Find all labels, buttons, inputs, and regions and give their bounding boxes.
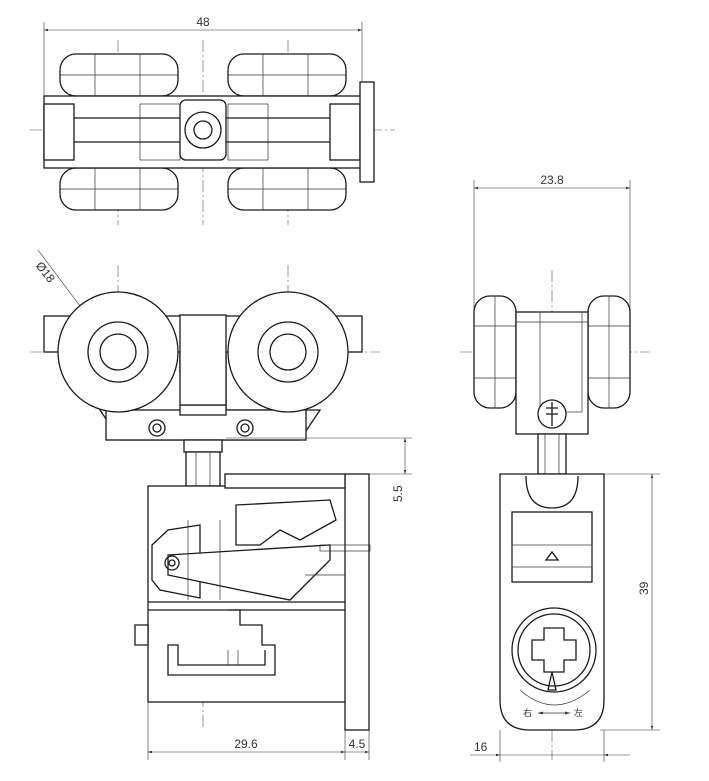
front-view: Ø18 5.5 xyxy=(30,249,412,760)
dim-side-width: 23.8 xyxy=(540,173,564,187)
dim-diameter: Ø18 xyxy=(33,259,58,286)
label-left: 左 xyxy=(574,707,583,719)
top-view: 48 xyxy=(30,15,395,225)
dim-top-width: 48 xyxy=(196,15,210,29)
label-right: 右 xyxy=(523,707,532,719)
dim-plate: 4.5 xyxy=(349,737,366,751)
dim-height: 39 xyxy=(637,581,651,595)
dim-gap: 5.5 xyxy=(391,485,405,502)
dim-side-depth: 16 xyxy=(474,740,488,754)
side-view: 23.8 右 xyxy=(460,173,660,762)
dim-base-length: 29.6 xyxy=(234,737,258,751)
